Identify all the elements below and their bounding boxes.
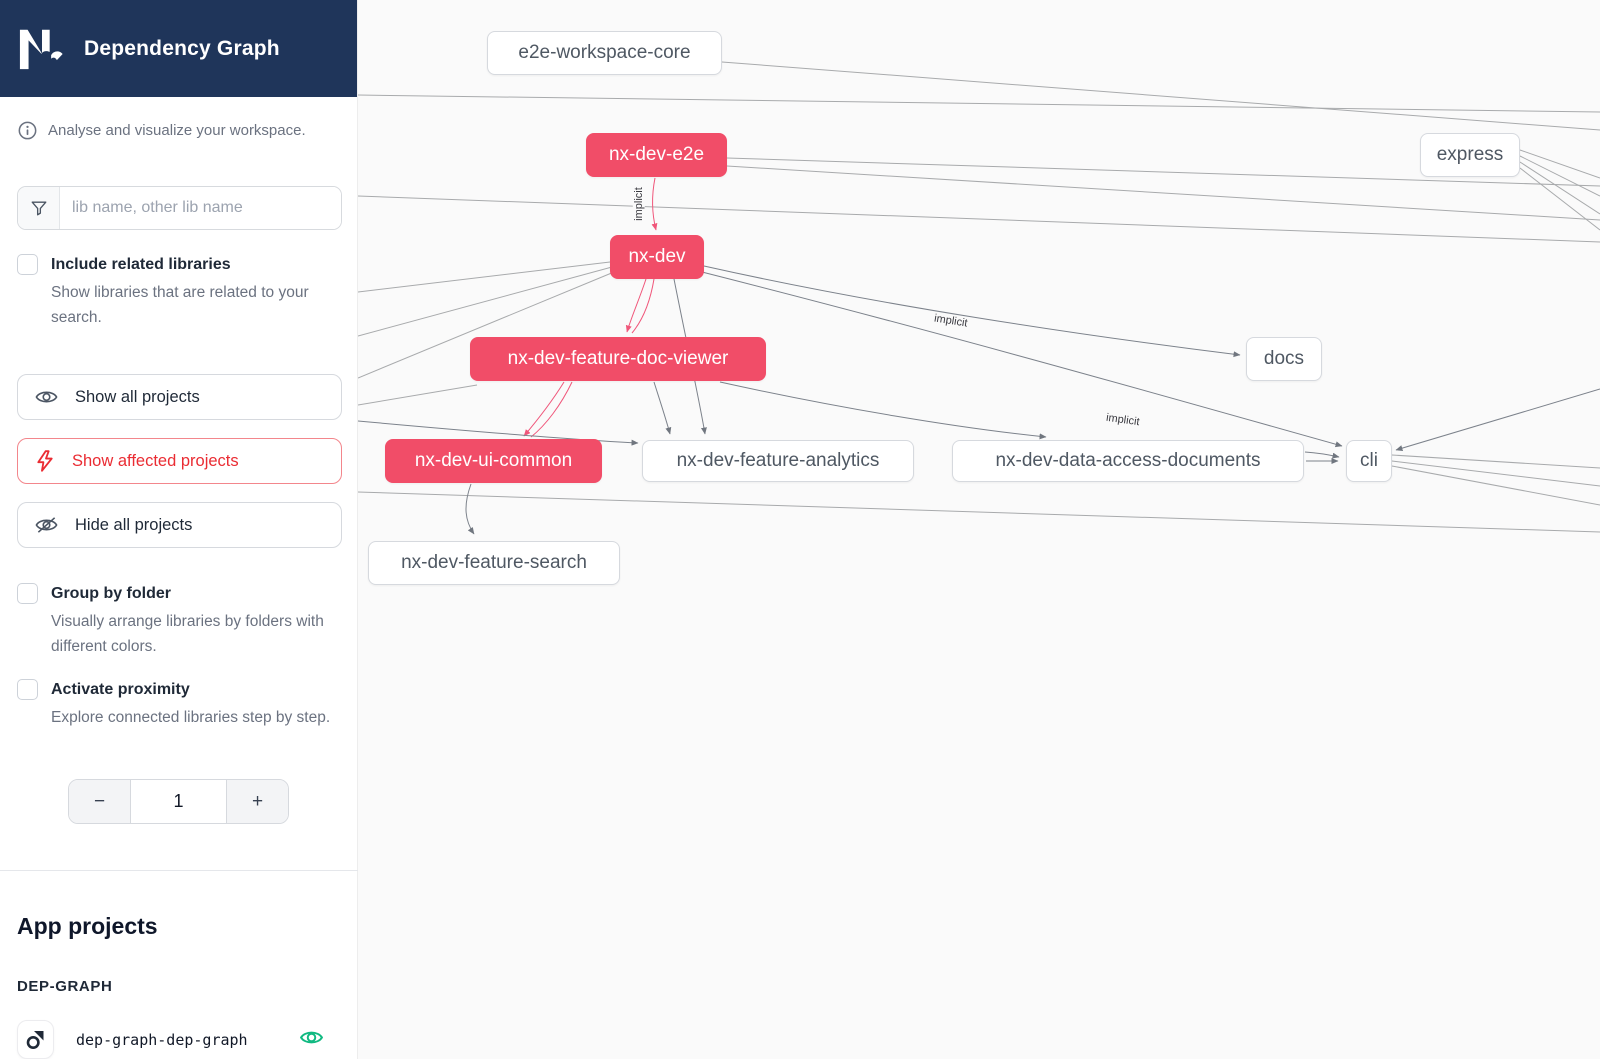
button-label: Hide all projects bbox=[75, 515, 193, 534]
include-related-checkbox[interactable] bbox=[17, 254, 38, 275]
toggle-description: Visually arrange libraries by folders wi… bbox=[51, 612, 324, 655]
dependency-edge-line bbox=[1519, 149, 1600, 179]
dependency-edge-nx-dev-to-cli bbox=[701, 271, 1343, 448]
sidebar: Dependency Graph Analyse and visualize y… bbox=[0, 0, 358, 1059]
dependency-edge-line bbox=[358, 491, 1600, 533]
dependency-edge-line bbox=[1519, 161, 1600, 215]
page-title: Dependency Graph bbox=[84, 36, 280, 60]
dependency-edge-line bbox=[1391, 465, 1600, 506]
dependency-edge-line bbox=[726, 165, 1600, 221]
graph-node-nx-dev-data-access-documents[interactable]: nx-dev-data-access-documents bbox=[952, 440, 1304, 482]
bolt-icon bbox=[37, 450, 53, 472]
dependency-edge-nx-dev-to-nx-dev-feature-doc-viewer bbox=[625, 278, 647, 333]
eye-off-icon bbox=[35, 517, 58, 533]
dependency-edge-to-nx-dev-feature-analytics bbox=[358, 420, 639, 446]
button-label: Show affected projects bbox=[72, 451, 239, 470]
graph-node-nx-dev-feature-analytics[interactable]: nx-dev-feature-analytics bbox=[642, 440, 914, 482]
search-input[interactable] bbox=[60, 187, 341, 229]
toggle-label: Activate proximity bbox=[51, 681, 190, 698]
toggle-label: Include related libraries bbox=[51, 256, 231, 273]
dependency-edge-nx-dev-ui-common-to-nx-dev-feature-search bbox=[465, 483, 475, 535]
dependency-edge-line bbox=[358, 266, 613, 337]
dependency-edge-line bbox=[1391, 454, 1600, 469]
proximity-stepper: − 1 + bbox=[68, 779, 289, 824]
dependency-edge-line bbox=[358, 384, 478, 406]
app-header: Dependency Graph bbox=[0, 0, 357, 97]
stepper-value: 1 bbox=[131, 780, 226, 823]
graph-node-nx-dev-ui-common[interactable]: nx-dev-ui-common bbox=[385, 439, 602, 483]
eye-icon bbox=[35, 391, 58, 403]
sidebar-divider bbox=[0, 870, 358, 871]
dependency-edge-nx-dev-feature-doc-viewer-to-nx-dev-feature-analytics bbox=[653, 381, 672, 435]
info-icon bbox=[18, 121, 37, 140]
toggle-include-related: Include related libraries Show libraries… bbox=[17, 253, 342, 330]
dependency-edge-nx-dev-e2e-to-nx-dev bbox=[651, 177, 658, 231]
graph-node-nx-dev-feature-search[interactable]: nx-dev-feature-search bbox=[368, 541, 620, 585]
app-projects-heading: App projects bbox=[17, 913, 158, 939]
toggle-label: Group by folder bbox=[51, 585, 171, 602]
edge-label-implicit: implicit bbox=[632, 185, 645, 223]
graph-node-cli[interactable]: cli bbox=[1346, 440, 1392, 482]
visibility-eye-icon bbox=[299, 1031, 324, 1043]
tagline: Analyse and visualize your workspace. bbox=[0, 97, 357, 140]
project-group-label: DEP-GRAPH bbox=[17, 978, 113, 995]
toggle-description: Show libraries that are related to your … bbox=[51, 283, 309, 326]
dependency-edge-to-cli bbox=[1395, 388, 1600, 452]
dependency-edge-line bbox=[1519, 155, 1600, 197]
dependency-edge-line bbox=[726, 157, 1600, 187]
filter-icon bbox=[18, 187, 60, 229]
stepper-decrement-button[interactable]: − bbox=[69, 780, 131, 823]
dependency-edge-line bbox=[1391, 460, 1600, 487]
dependency-edge-line bbox=[721, 61, 1600, 131]
activate-proximity-checkbox[interactable] bbox=[17, 679, 38, 700]
graph-node-nx-dev-e2e[interactable]: nx-dev-e2e bbox=[586, 133, 727, 177]
dependency-edge-nx-dev-feature-doc-viewer-to-nx-dev-ui-common bbox=[523, 381, 565, 437]
focus-project-button[interactable] bbox=[17, 1020, 54, 1059]
group-by-folder-checkbox[interactable] bbox=[17, 583, 38, 604]
project-visibility-toggle[interactable] bbox=[299, 1027, 324, 1053]
graph-node-express[interactable]: express bbox=[1420, 133, 1520, 177]
stepper-increment-button[interactable]: + bbox=[226, 780, 288, 823]
toggle-description: Explore connected libraries step by step… bbox=[51, 708, 331, 726]
tagline-text: Analyse and visualize your workspace. bbox=[48, 122, 306, 139]
toggle-activate-proximity: Activate proximity Explore connected lib… bbox=[17, 678, 342, 730]
dependency-edge-line bbox=[358, 271, 615, 379]
dependency-edge-nx-dev-data-access-documents-to-cli bbox=[1304, 451, 1340, 459]
dependency-edge-line bbox=[1519, 167, 1600, 231]
dependency-edge-nx-dev-feature-doc-viewer-to-nx-dev-data-access-documents bbox=[719, 381, 1047, 440]
dependency-edge-nx-dev-to-nx-dev-feature-doc-viewer bbox=[631, 278, 655, 334]
show-affected-projects-button[interactable]: Show affected projects bbox=[17, 438, 342, 484]
show-all-projects-button[interactable]: Show all projects bbox=[17, 374, 342, 420]
graph-node-e2e-workspace-core[interactable]: e2e-workspace-core bbox=[487, 31, 722, 75]
graph-node-nx-dev[interactable]: nx-dev bbox=[610, 235, 704, 279]
graph-node-docs[interactable]: docs bbox=[1246, 337, 1322, 381]
toggle-group-by-folder: Group by folder Visually arrange librari… bbox=[17, 582, 342, 659]
edge-layer bbox=[358, 61, 1600, 535]
dependency-edge-line bbox=[358, 261, 611, 293]
project-name: dep-graph-dep-graph bbox=[76, 1030, 248, 1049]
project-list-item: dep-graph-dep-graph bbox=[17, 1020, 342, 1059]
search-box bbox=[17, 186, 342, 230]
hide-all-projects-button[interactable]: Hide all projects bbox=[17, 502, 342, 548]
dependency-edge-line bbox=[358, 195, 1600, 243]
dependency-edge-nx-dev-feature-doc-viewer-to-nx-dev-ui-common bbox=[530, 381, 573, 438]
graph-node-nx-dev-feature-doc-viewer[interactable]: nx-dev-feature-doc-viewer bbox=[470, 337, 766, 381]
dependency-edge-nx-dev-to-docs bbox=[703, 265, 1241, 358]
focus-project-icon bbox=[26, 1030, 43, 1049]
button-label: Show all projects bbox=[75, 387, 200, 406]
dependency-edge-line bbox=[358, 94, 1600, 113]
nx-logo-icon bbox=[19, 29, 63, 69]
